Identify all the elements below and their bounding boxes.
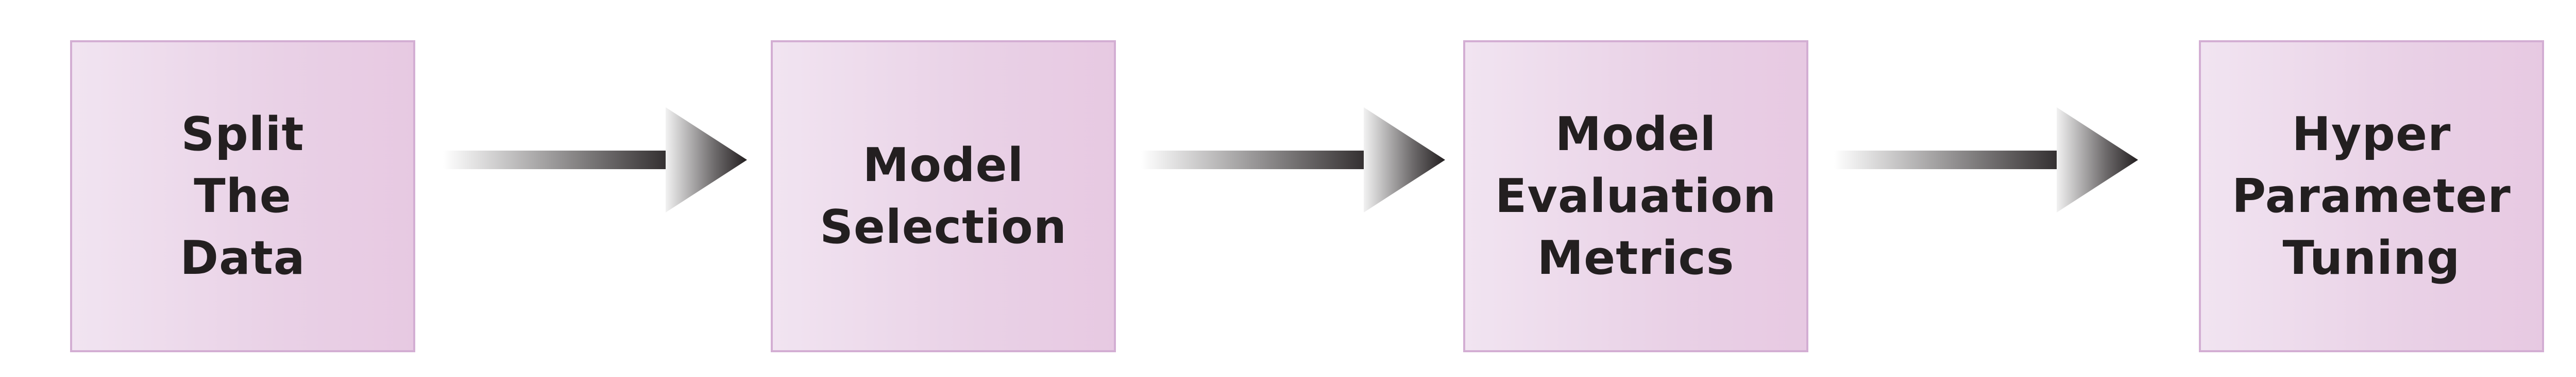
step-label: Split The Data <box>180 107 306 285</box>
step-model-selection: Model Selection <box>771 40 1116 352</box>
step-label: Hyper Parameter Tuning <box>2232 107 2511 285</box>
arrow-right-icon <box>1141 107 1445 212</box>
step-label: Model Evaluation Metrics <box>1495 107 1777 285</box>
arrow-right-icon <box>1834 107 2138 212</box>
arrow-right-icon <box>443 107 747 212</box>
step-label: Model Selection <box>820 138 1067 254</box>
step-model-evaluation-metrics: Model Evaluation Metrics <box>1463 40 1808 352</box>
step-hyper-parameter-tuning: Hyper Parameter Tuning <box>2199 40 2544 352</box>
step-split-the-data: Split The Data <box>70 40 415 352</box>
